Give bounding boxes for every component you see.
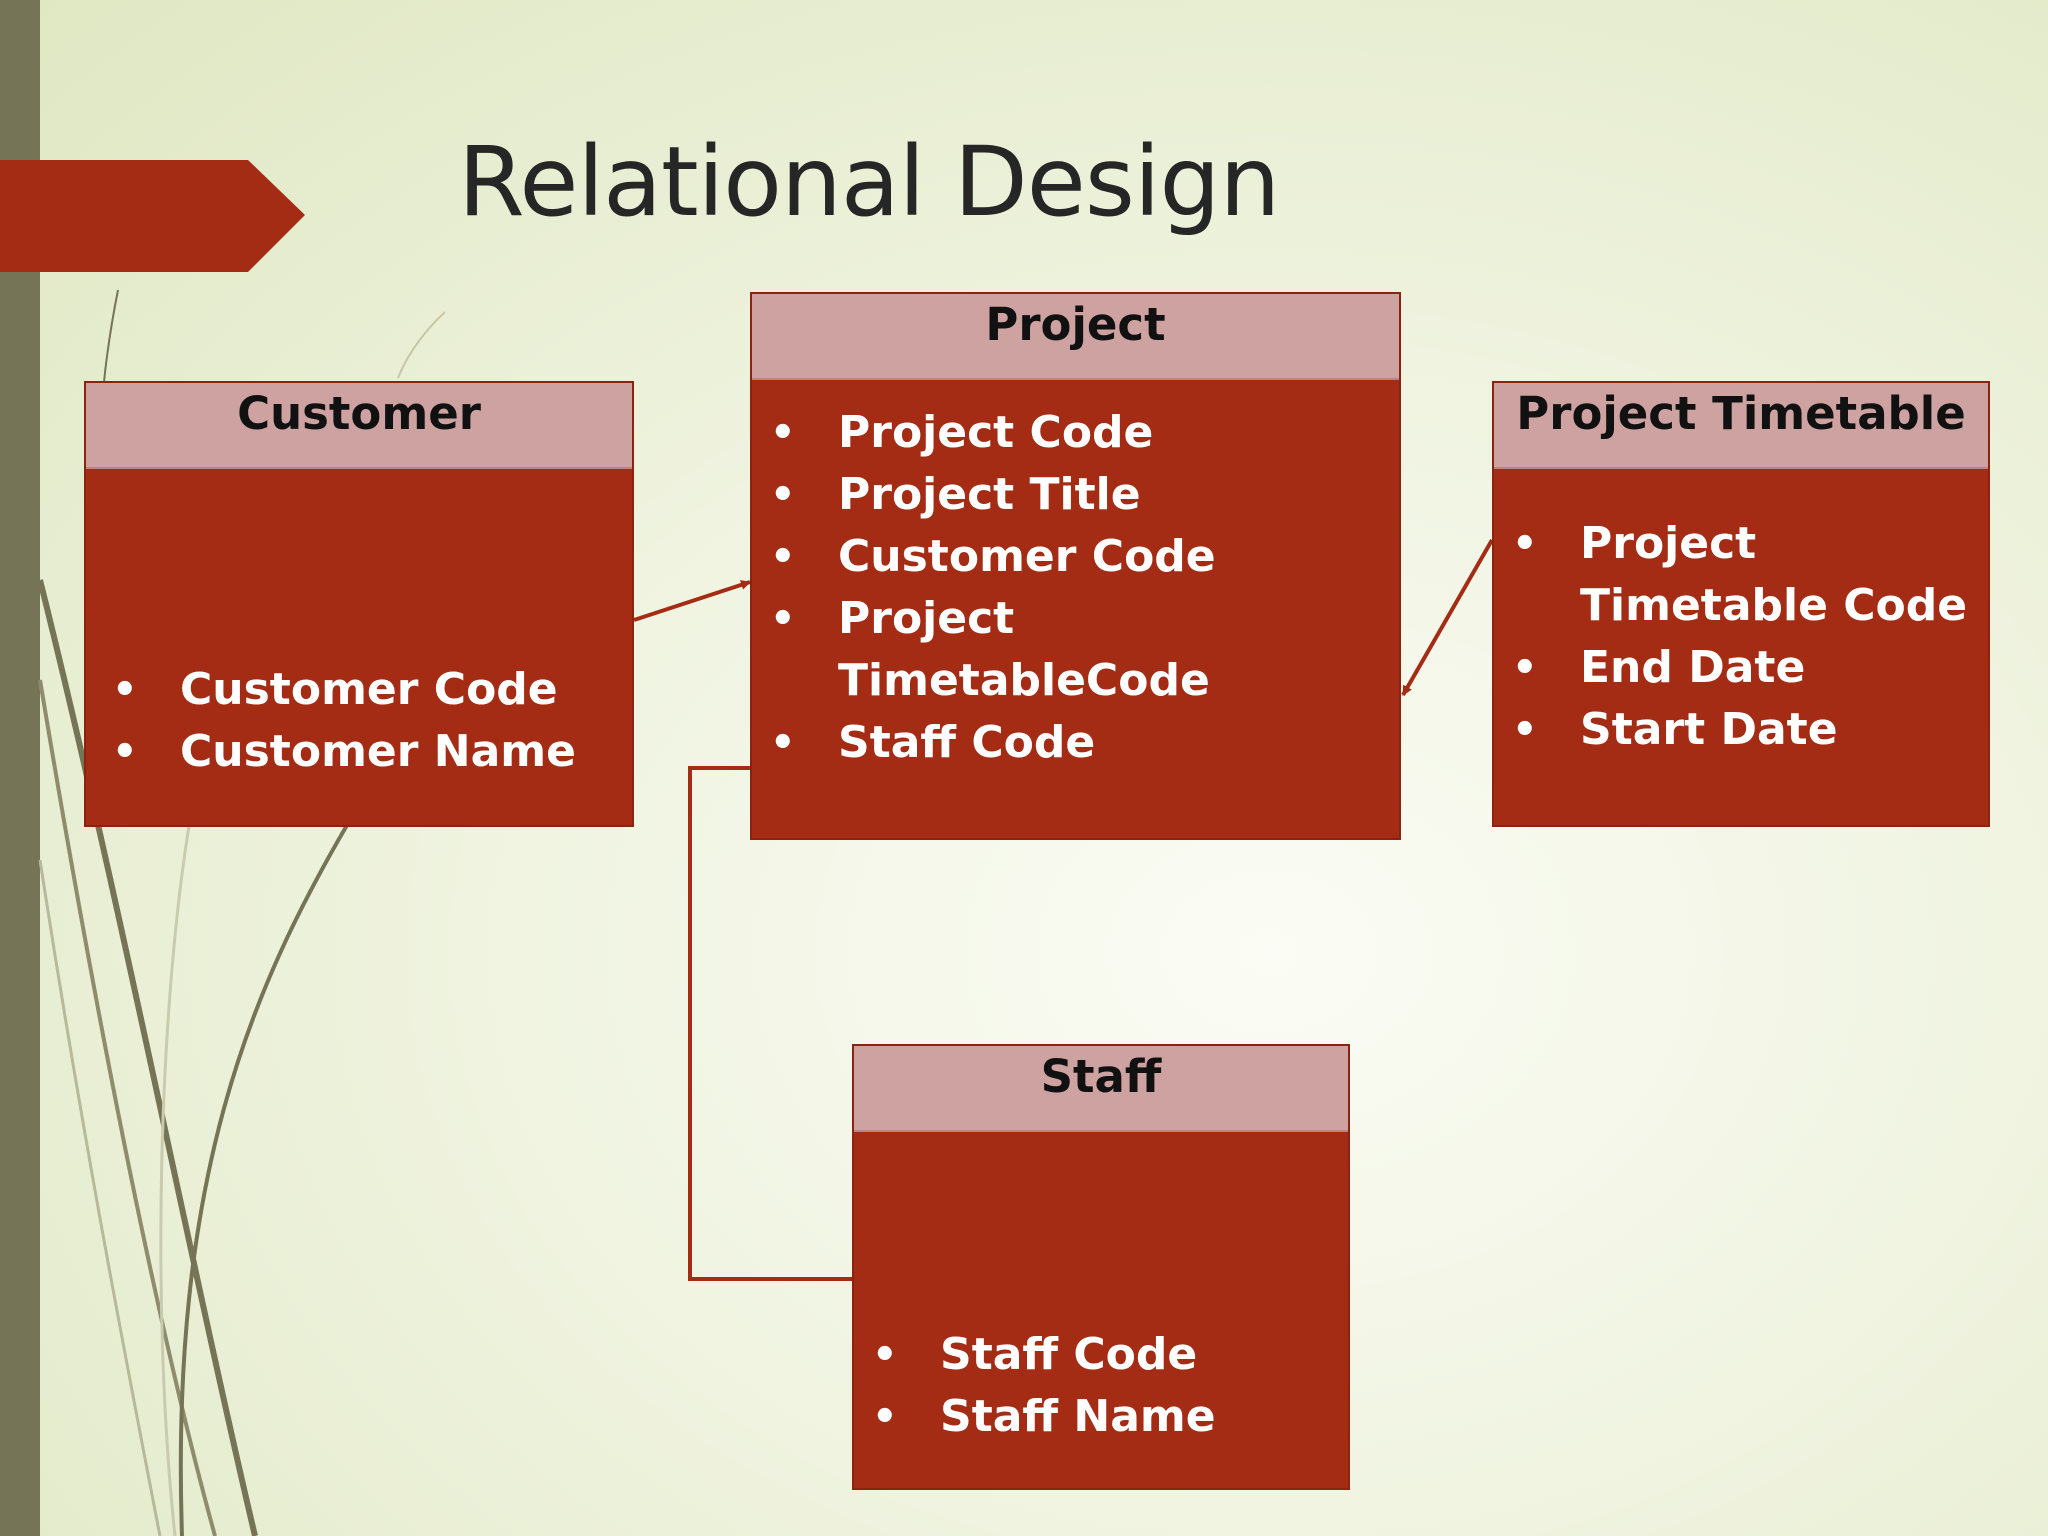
bullet-icon: • xyxy=(1512,707,1538,753)
attribute-item: • Project Title xyxy=(752,464,1399,526)
attribute-item: • Start Date xyxy=(1494,699,1988,761)
bullet-icon: • xyxy=(1512,521,1538,567)
bullet-icon: • xyxy=(112,729,138,775)
attribute-label: Project Title xyxy=(838,469,1141,520)
attribute-item: • End Date xyxy=(1494,637,1988,699)
attribute-item: • Project Code xyxy=(752,402,1399,464)
attribute-item: • Customer Code xyxy=(94,659,632,721)
attribute-label: Staff Code xyxy=(838,717,1096,768)
entity-project: Project • Project Code • Project Title • Cu… xyxy=(750,292,1401,840)
attribute-label: Customer Code xyxy=(838,531,1216,582)
attribute-label: Customer Code xyxy=(180,664,558,715)
bullet-icon: • xyxy=(112,667,138,713)
attribute-label: Staff Name xyxy=(940,1391,1216,1442)
bullet-icon: • xyxy=(872,1332,898,1378)
attribute-label: Project xyxy=(1580,518,1757,569)
attribute-label: Timetable Code xyxy=(1580,580,1968,631)
attribute-item: • Staff Code xyxy=(752,712,1399,774)
connector-project-staff xyxy=(688,766,852,1281)
bullet-icon: • xyxy=(872,1394,898,1440)
attribute-label: End Date xyxy=(1580,642,1806,693)
attribute-item: • Customer Code xyxy=(752,526,1399,588)
attribute-label: TimetableCode xyxy=(838,655,1210,706)
entity-customer: Customer • Customer Code • Customer Name xyxy=(84,381,634,827)
entity-header-staff: Staff xyxy=(854,1046,1348,1132)
bullet-icon: • xyxy=(770,596,796,642)
entity-staff: Staff • Staff Code • Staff Name xyxy=(852,1044,1350,1490)
attribute-item-continued: Timetable Code xyxy=(1494,575,1988,637)
entity-project-timetable: Project Timetable • Project Timetable Cod… xyxy=(1492,381,1990,827)
entity-header-customer: Customer xyxy=(86,383,632,469)
attribute-label: Project Code xyxy=(838,407,1154,458)
connector-customer-project xyxy=(633,580,751,622)
attribute-label: Start Date xyxy=(1580,704,1838,755)
attribute-list-staff: • Staff Code • Staff Name xyxy=(854,1324,1348,1448)
attribute-item-continued: TimetableCode xyxy=(752,650,1399,712)
bullet-icon: • xyxy=(770,410,796,456)
attribute-list-customer: • Customer Code • Customer Name xyxy=(94,659,632,783)
attribute-label: Customer Name xyxy=(180,726,576,777)
bullet-icon: • xyxy=(1512,645,1538,691)
connector-timetable-project xyxy=(1401,539,1494,696)
attribute-item: • Project xyxy=(1494,513,1988,575)
attribute-label: Staff Code xyxy=(940,1329,1198,1380)
entity-header-project: Project xyxy=(752,294,1399,380)
slide-title: Relational Design xyxy=(458,126,1280,238)
bullet-icon: • xyxy=(770,534,796,580)
attribute-list-project: • Project Code • Project Title • Customer C… xyxy=(752,402,1399,774)
attribute-item: • Project xyxy=(752,588,1399,650)
bullet-icon: • xyxy=(770,720,796,766)
attribute-item: • Staff Name xyxy=(854,1386,1348,1448)
bullet-icon: • xyxy=(770,472,796,518)
entity-header-project-timetable: Project Timetable xyxy=(1494,383,1988,469)
attribute-label: Project xyxy=(838,593,1015,644)
attribute-list-project-timetable: • Project Timetable Code • End Date • Start… xyxy=(1494,513,1988,761)
attribute-item: • Staff Code xyxy=(854,1324,1348,1386)
attribute-item: • Customer Name xyxy=(94,721,632,783)
